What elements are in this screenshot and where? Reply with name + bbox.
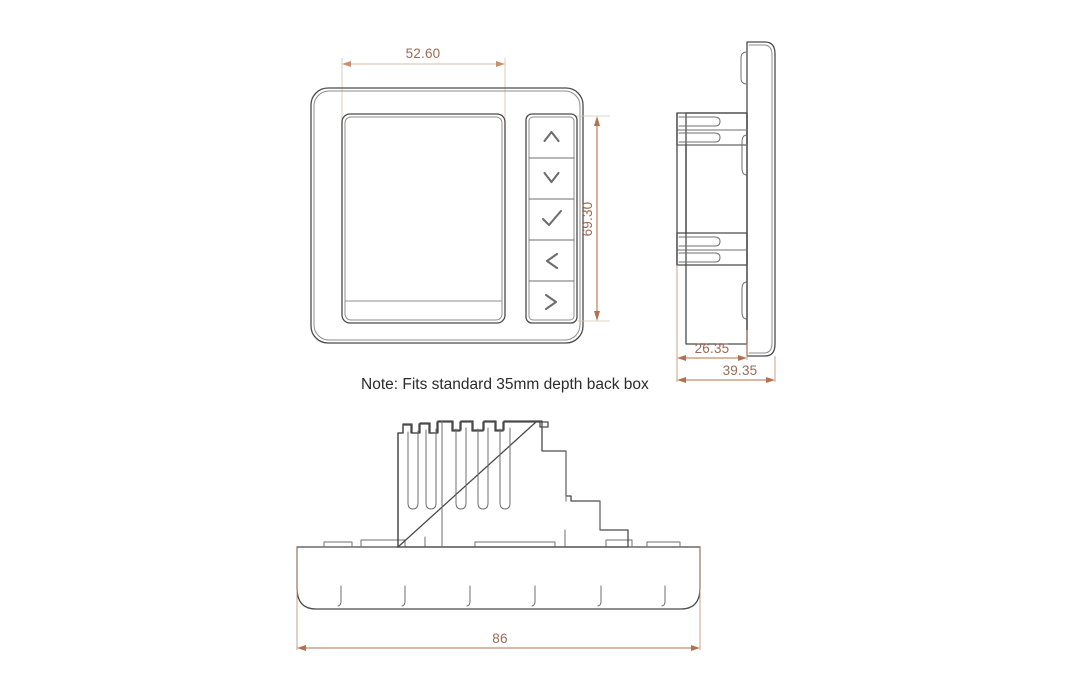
button-confirm[interactable]	[541, 209, 563, 227]
side-view: 26.35 39.35	[676, 41, 776, 383]
side-tab-bottom	[741, 273, 748, 328]
chevron-up-icon	[543, 130, 560, 143]
base-tab-4	[605, 539, 633, 548]
dimension-label-69-30: 69.30	[580, 202, 595, 237]
dimension-label-26-35: 26.35	[695, 341, 730, 356]
note-text: Note: Fits standard 35mm depth back box	[361, 376, 649, 393]
front-body-outline	[310, 87, 584, 344]
fin-slot-1	[407, 430, 419, 510]
front-display-inner-outline	[344, 116, 503, 321]
dim-arrow-top-69	[594, 116, 600, 126]
side-tab-middle	[741, 125, 748, 184]
dimension-69-30: 69.30	[580, 116, 600, 321]
dimension-26-35: 26.35	[677, 341, 747, 361]
base-tick-4	[531, 585, 536, 607]
button-down[interactable]	[543, 171, 560, 184]
dim-arrow-left-26	[677, 355, 686, 361]
base-tick-1	[337, 585, 342, 607]
fin-slot-5	[499, 427, 511, 510]
dim-arrow-right-52	[496, 61, 505, 67]
base-tab-5	[646, 541, 681, 548]
base-tick-2	[401, 585, 406, 607]
side-terminal-slot-3	[678, 236, 721, 247]
button-right[interactable]	[544, 293, 558, 311]
side-terminal-slot-4	[678, 252, 721, 263]
dimension-39-35: 39.35	[677, 363, 775, 383]
front-display-outline	[341, 113, 506, 324]
fin-slot-2	[425, 428, 437, 510]
button-up[interactable]	[543, 130, 560, 143]
side-faceplate-inner	[748, 44, 773, 354]
dim-arrow-left-86	[297, 645, 306, 651]
chevron-left-icon	[545, 252, 559, 270]
side-faceplate-outline	[746, 41, 776, 357]
dimension-52-60: 52.60	[342, 46, 505, 67]
dimension-86: 86	[297, 631, 700, 651]
side-tab-top	[740, 51, 748, 85]
dim-arrow-left-52	[342, 61, 351, 67]
base-tick-5	[597, 585, 602, 607]
button-left[interactable]	[545, 252, 559, 270]
bottom-view: 86	[296, 420, 701, 651]
base-tab-1	[323, 541, 353, 548]
dim-arrow-right-39	[766, 377, 775, 383]
dim-arrow-right-86	[691, 645, 700, 651]
base-tick-3	[466, 585, 471, 607]
fin-slot-4	[477, 427, 489, 510]
front-view: 52.60	[310, 46, 610, 344]
base-tick-6	[661, 585, 666, 607]
dim-arrow-right-26	[738, 355, 747, 361]
dimension-label-86: 86	[492, 631, 507, 646]
bottom-back-body-profile	[397, 420, 629, 548]
front-button-strip-outline	[525, 113, 578, 324]
check-icon	[541, 209, 563, 227]
fin-slot-3	[455, 427, 467, 510]
dimension-label-39-35: 39.35	[723, 363, 758, 378]
chevron-down-icon	[543, 171, 560, 184]
dim-arrow-left-39	[677, 377, 686, 383]
side-terminal-slot-2	[678, 132, 721, 143]
dim-arrow-bottom-69	[594, 311, 600, 321]
dimension-label-52-60: 52.60	[406, 46, 441, 61]
base-tab-3	[474, 541, 556, 548]
chevron-right-icon	[544, 293, 558, 311]
front-body-inner-outline	[313, 90, 581, 341]
base-tab-2	[360, 539, 406, 548]
bottom-back-body-profile-top	[397, 421, 549, 548]
side-terminal-slot-1	[678, 116, 721, 127]
front-button-strip-inner	[528, 116, 575, 321]
